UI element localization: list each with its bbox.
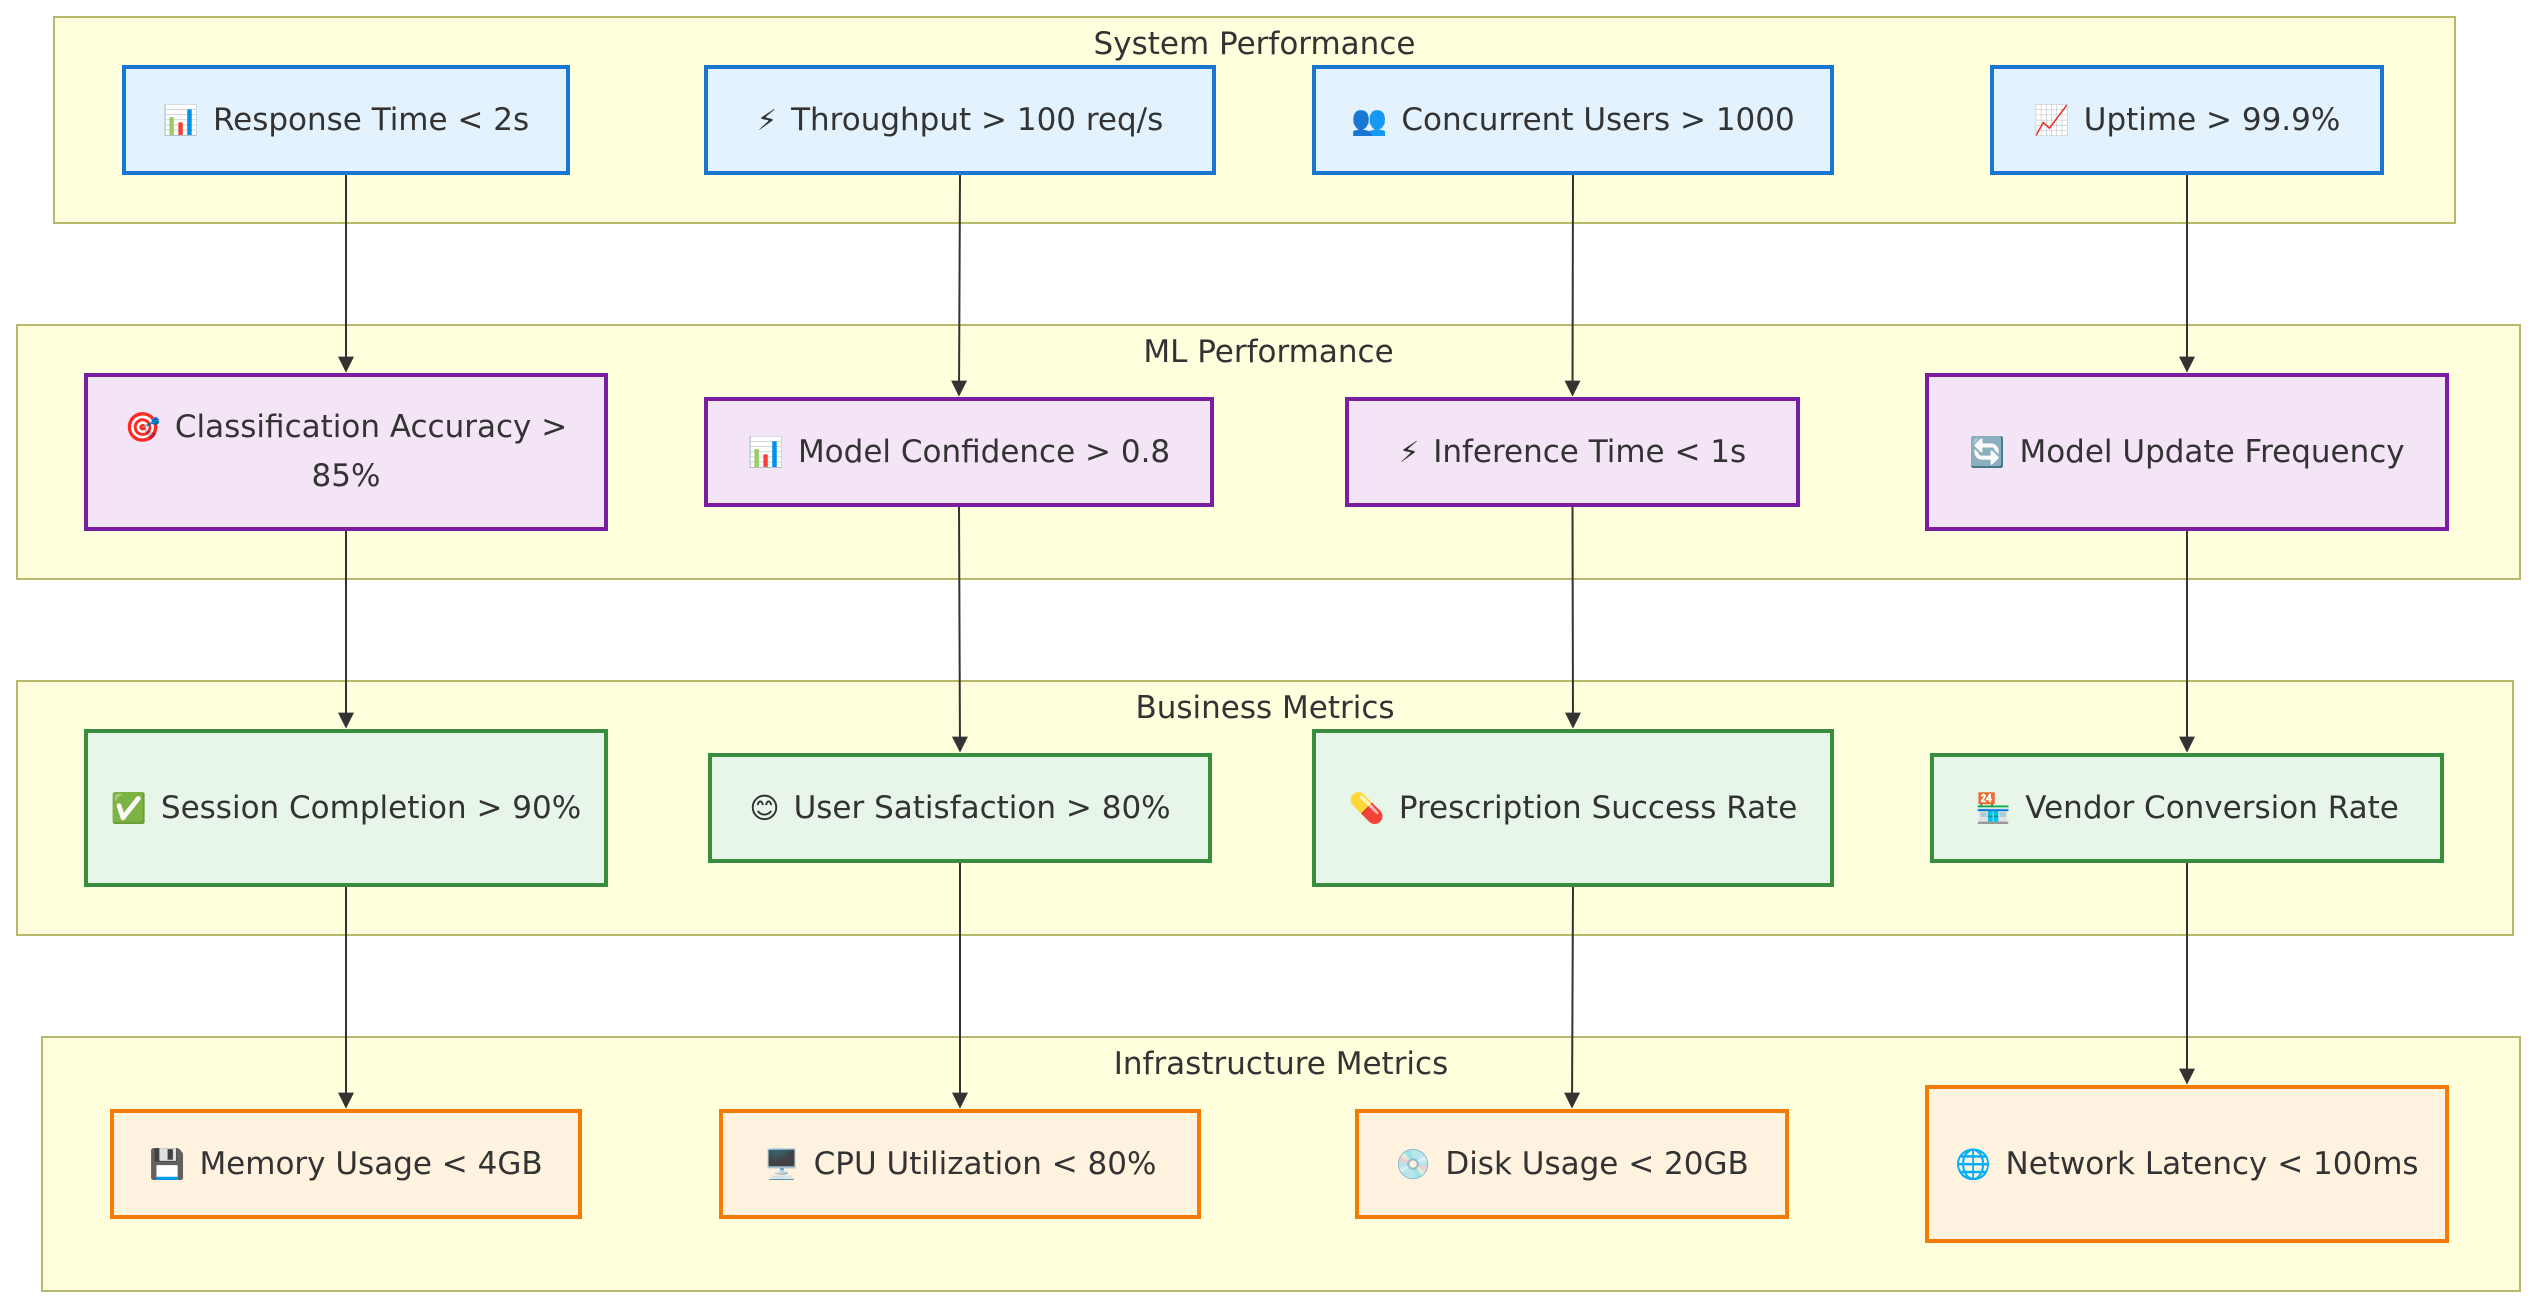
node-label: Concurrent Users > 1000	[1401, 101, 1795, 138]
refresh-icon: 🔄	[1969, 434, 2006, 469]
check-icon: ✅	[110, 790, 147, 825]
bar-chart-icon: 📊	[747, 434, 784, 469]
pill-icon: 💊	[1348, 790, 1385, 825]
node-label: Network Latency < 100ms	[2005, 1145, 2419, 1182]
node-session-completion[interactable]: ✅ Session Completion > 90%	[84, 729, 608, 887]
bar-chart-icon: 📊	[162, 102, 199, 137]
node-uptime[interactable]: 📈 Uptime > 99.9%	[1990, 65, 2384, 175]
disc-icon: 💿	[1395, 1146, 1432, 1181]
floppy-icon: 💾	[149, 1146, 186, 1181]
trend-up-icon: 📈	[2033, 102, 2070, 137]
node-label: Uptime > 99.9%	[2083, 101, 2341, 138]
lightning-icon: ⚡	[756, 102, 778, 137]
node-label: Prescription Success Rate	[1398, 789, 1798, 826]
globe-icon: 🌐	[1955, 1146, 1992, 1181]
group-title-ml: ML Performance	[1143, 334, 1394, 370]
node-label: Disk Usage < 20GB	[1445, 1145, 1749, 1182]
node-concurrent-users[interactable]: 👥 Concurrent Users > 1000	[1312, 65, 1834, 175]
group-title-system: System Performance	[1093, 26, 1416, 62]
node-label: Memory Usage < 4GB	[199, 1145, 543, 1182]
monitor-icon: 🖥️	[763, 1146, 800, 1181]
smile-icon: 😊	[749, 790, 780, 825]
node-classification-accuracy[interactable]: 🎯 Classification Accuracy > 85%	[84, 373, 608, 531]
node-user-satisfaction[interactable]: 😊 User Satisfaction > 80%	[708, 753, 1212, 863]
node-label: Classification Accuracy > 85%	[174, 409, 568, 494]
node-label: Vendor Conversion Rate	[2025, 789, 2399, 826]
node-memory-usage[interactable]: 💾 Memory Usage < 4GB	[110, 1109, 582, 1219]
users-icon: 👥	[1351, 102, 1388, 137]
group-title-business: Business Metrics	[1135, 690, 1395, 726]
node-cpu-utilization[interactable]: 🖥️ CPU Utilization < 80%	[719, 1109, 1201, 1219]
node-model-confidence[interactable]: 📊 Model Confidence > 0.8	[704, 397, 1214, 507]
node-disk-usage[interactable]: 💿 Disk Usage < 20GB	[1355, 1109, 1789, 1219]
node-label: User Satisfaction > 80%	[793, 789, 1171, 826]
store-icon: 🏪	[1975, 790, 2012, 825]
lightning-icon: ⚡	[1398, 434, 1420, 469]
node-label: Session Completion > 90%	[160, 789, 582, 826]
node-throughput[interactable]: ⚡ Throughput > 100 req/s	[704, 65, 1216, 175]
node-label: Model Update Frequency	[2019, 433, 2405, 470]
node-network-latency[interactable]: 🌐 Network Latency < 100ms	[1925, 1085, 2449, 1243]
node-label: Throughput > 100 req/s	[791, 101, 1164, 138]
node-vendor-conversion-rate[interactable]: 🏪 Vendor Conversion Rate	[1930, 753, 2444, 863]
node-label: Response Time < 2s	[212, 101, 530, 138]
group-title-infrastructure: Infrastructure Metrics	[1113, 1046, 1449, 1082]
target-icon: 🎯	[124, 410, 161, 444]
node-label: Model Confidence > 0.8	[797, 433, 1171, 470]
node-label: CPU Utilization < 80%	[813, 1145, 1157, 1182]
node-prescription-success-rate[interactable]: 💊 Prescription Success Rate	[1312, 729, 1834, 887]
node-response-time[interactable]: 📊 Response Time < 2s	[122, 65, 570, 175]
node-model-update-frequency[interactable]: 🔄 Model Update Frequency	[1925, 373, 2449, 531]
node-label: Inference Time < 1s	[1433, 433, 1747, 470]
node-inference-time[interactable]: ⚡ Inference Time < 1s	[1345, 397, 1800, 507]
